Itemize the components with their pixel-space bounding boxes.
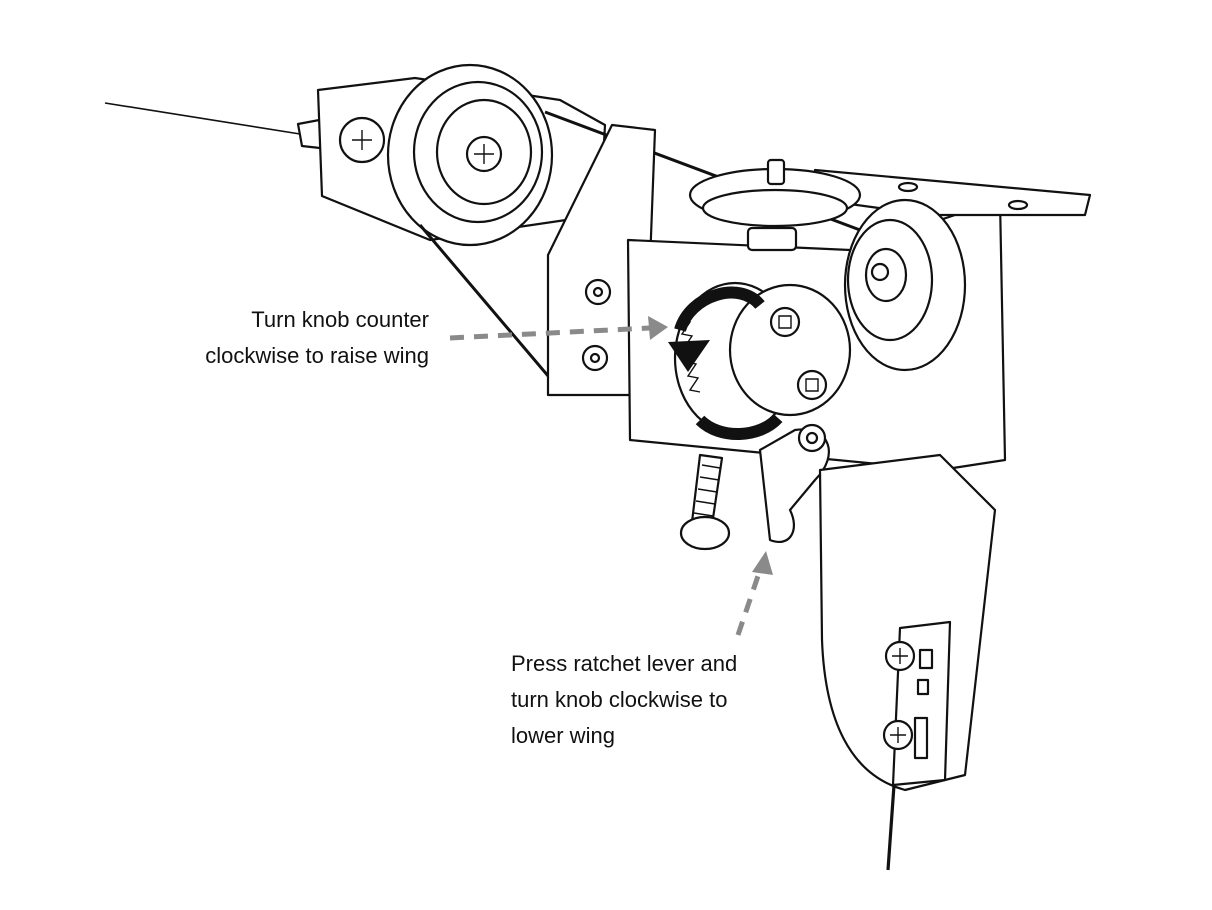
top-pulley	[688, 158, 862, 252]
right-pulley	[843, 198, 967, 372]
raise-wing-callout: Turn knob counter clockwise to raise win…	[205, 302, 429, 374]
lower-wing-line-1: Press ratchet lever and	[511, 651, 738, 676]
lower-wing-callout: Press ratchet lever and turn knob clockw…	[511, 646, 737, 754]
ratchet-lever[interactable]	[758, 423, 830, 543]
left-cable	[104, 102, 340, 152]
left-pulley	[386, 63, 554, 247]
ratchet-knob[interactable]	[673, 281, 852, 435]
lower-wing-line-2: turn knob clockwise to	[511, 687, 728, 712]
rotate-arrow-icon	[668, 286, 783, 440]
lower-wing-line-3: lower wing	[511, 723, 615, 748]
adjusting-screw	[679, 453, 731, 551]
lower-callout-arrow	[735, 551, 773, 636]
raise-wing-line-2: clockwise to raise wing	[205, 343, 429, 368]
raise-wing-line-1: Turn knob counter	[251, 307, 429, 332]
raise-callout-arrow	[449, 316, 668, 341]
lower-bracket	[818, 453, 997, 792]
